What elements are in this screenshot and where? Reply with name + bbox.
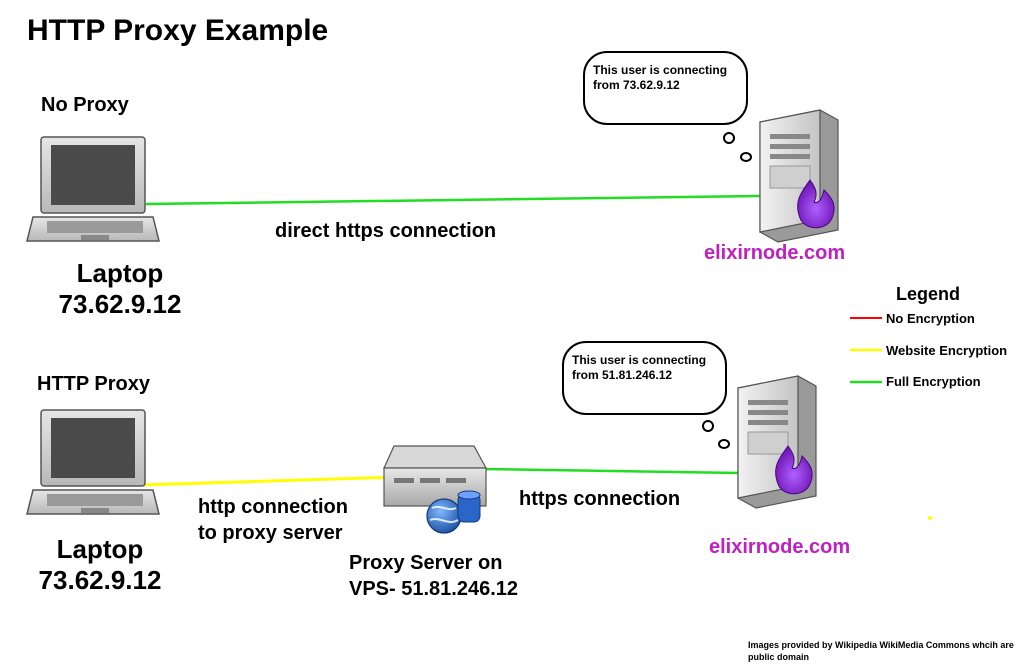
legend-lines [850, 317, 882, 384]
laptop-label: Laptop [76, 258, 164, 288]
http-line: to proxy server [198, 522, 343, 544]
laptop-ip: 73.62.9.12 [38, 565, 162, 595]
proxy-line: Proxy Server on [349, 552, 503, 574]
globe-icon [426, 490, 481, 534]
stray-dot [928, 516, 932, 520]
http-proxy-heading: HTTP Proxy [37, 373, 150, 395]
https-connection-label: https connection [519, 488, 681, 510]
footer-line: public domain [748, 652, 810, 662]
legend-title: Legend [896, 284, 961, 304]
footer-line: Images provided by Wikipedia WikiMedia C… [748, 640, 1014, 650]
proxy-line: VPS- 51.81.246.12 [349, 578, 519, 600]
bubble-line: from 73.62.9.12 [593, 78, 680, 92]
page-title: HTTP Proxy Example [27, 14, 329, 47]
bottom-thought-bubble: This user is connecting from 51.81.246.1… [562, 341, 727, 415]
bottom-https-connection-line [481, 467, 741, 475]
laptop-ip: 73.62.9.12 [58, 289, 182, 319]
bubble-line: This user is connecting [593, 63, 728, 77]
http-line: http connection [198, 496, 348, 518]
thought-bubble-dots [723, 132, 752, 162]
direct-connection-label: direct https connection [275, 220, 497, 242]
proxy-server-icon [383, 445, 488, 507]
no-proxy-heading: No Proxy [41, 94, 129, 116]
server-icon [737, 375, 817, 509]
legend-item-website-encryption: Website Encryption [886, 343, 1008, 358]
laptop-icon [26, 136, 160, 242]
thought-bubble-dots [702, 420, 730, 449]
http-connection-label: http connection to proxy server [198, 494, 348, 546]
top-direct-connection-line [145, 194, 761, 206]
bubble-line: This user is connecting [572, 353, 707, 367]
legend-item-full-encryption: Full Encryption [886, 374, 981, 389]
top-thought-bubble: This user is connecting from 73.62.9.12 [583, 51, 748, 125]
bottom-laptop-caption: Laptop 73.62.9.12 [20, 534, 180, 596]
bottom-server-label: elixirnode.com [709, 536, 851, 558]
proxy-server-label: Proxy Server on VPS- 51.81.246.12 [349, 550, 518, 602]
laptop-label: Laptop [56, 534, 144, 564]
legend-item-no-encryption: No Encryption [886, 311, 975, 326]
top-laptop-caption: Laptop 73.62.9.12 [40, 258, 200, 320]
bottom-http-connection-line [139, 475, 401, 487]
top-server-label: elixirnode.com [704, 242, 846, 264]
laptop-icon [26, 409, 160, 515]
server-icon [759, 109, 839, 243]
footer-credit: Images provided by Wikipedia WikiMedia C… [748, 639, 1024, 663]
bubble-line: from 51.81.246.12 [572, 368, 673, 382]
